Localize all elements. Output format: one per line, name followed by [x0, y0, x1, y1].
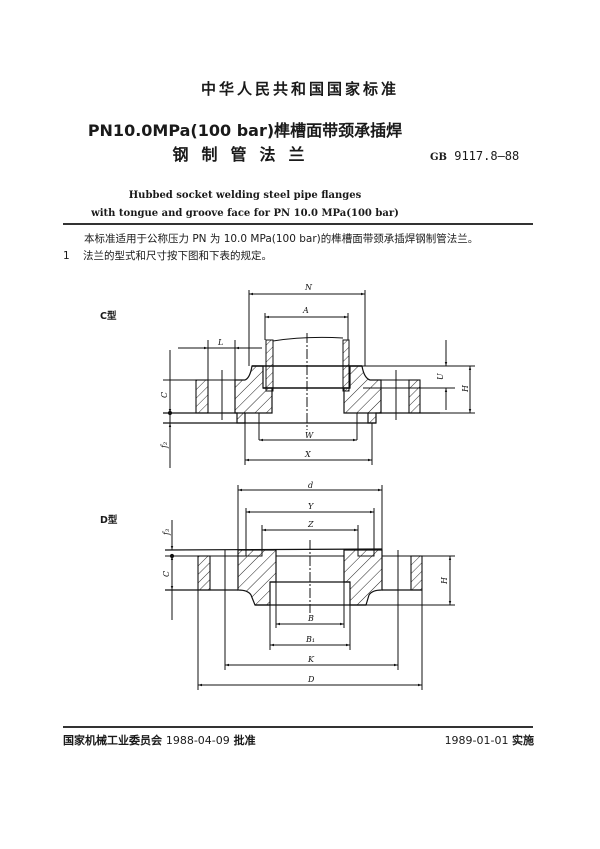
dim-label-f3: f₃ [162, 529, 171, 536]
title-line-2: 钢制管法兰 [172, 145, 318, 164]
dim-label-h-d: H [440, 576, 449, 585]
scope-paragraph: 本标准适用于公称压力 PN 为 10.0 MPa(100 bar)的榫槽面带颈承… [84, 233, 479, 245]
national-standard-header: 中华人民共和国国家标准 [200, 80, 399, 98]
effective-suffix: 实施 [512, 734, 534, 747]
dim-label-f: f₂ [160, 442, 169, 449]
footer-divider [63, 726, 533, 728]
clause-1-number: 1 [63, 250, 70, 262]
standard-number: GB 9117.8—88 [430, 149, 519, 163]
approval-suffix: 批准 [233, 734, 256, 747]
approval-info: 国家机械工业委员会 1988-04-09 批准 [63, 732, 256, 748]
title-line-1: PN10.0MPa(100 bar)榫槽面带颈承插焊 [87, 121, 403, 140]
effective-info: 1989-01-01 实施 [445, 732, 534, 748]
dim-label-d-outer: D [307, 675, 315, 684]
issuer: 国家机械工业委员会 [63, 734, 162, 747]
dim-label-l: L [217, 338, 223, 347]
dim-label-x: X [304, 450, 311, 459]
standard-number-value: 9117.8—88 [454, 149, 520, 163]
approval-date: 1988-04-09 [165, 734, 230, 747]
dim-label-c-d: C [162, 571, 171, 577]
dim-label-h: H [461, 384, 470, 393]
dim-label-k: K [307, 655, 315, 664]
clause-1-text: 法兰的型式和尺寸按下图和下表的规定。 [83, 250, 273, 262]
english-title-line-1: Hubbed socket welding steel pipe flanges [128, 190, 362, 201]
dim-label-a: A [302, 306, 309, 315]
header-divider [63, 223, 533, 225]
dim-label-b1: B₁ [305, 635, 315, 644]
standard-number-prefix: GB [430, 152, 447, 163]
dim-label-w: W [305, 431, 314, 440]
figure-c-type-label: C型 [100, 311, 117, 322]
dim-label-d: d [308, 481, 313, 490]
dim-label-c: C [160, 392, 169, 398]
figure-d-type-label: D型 [100, 515, 118, 526]
dim-label-u: U [436, 373, 445, 380]
dim-label-y: Y [308, 502, 314, 511]
dim-label-b: B [307, 614, 314, 623]
effective-date: 1989-01-01 [444, 734, 509, 747]
dim-label-n: N [304, 283, 313, 292]
dim-label-z: Z [307, 520, 314, 529]
clause-1: 1 法兰的型式和尺寸按下图和下表的规定。 [63, 248, 272, 263]
english-title-line-2: with tongue and groove face for PN 10.0 … [91, 208, 399, 219]
